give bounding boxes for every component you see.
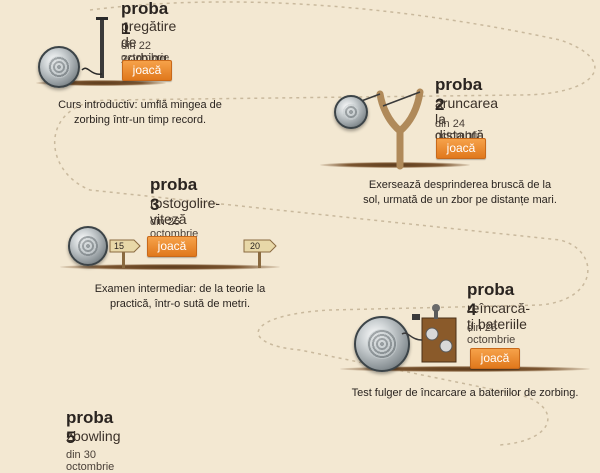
description-line: Exersează desprinderea bruscă de la [368,179,552,191]
stage-title: proba 5 [66,408,114,447]
stage-description: Exersează desprinderea bruscă de la sol,… [340,178,580,208]
stage-description: Examen intermediar: de la teorie la prac… [60,282,300,312]
zorb-ball-icon [354,316,410,372]
description-line: practică, într-o sută de metri. [110,298,250,310]
distance-sign-icon [243,239,277,268]
stage-title: proba 1 [121,0,169,38]
stage-subtitle: reîncarcă-ți bateriile [467,300,531,332]
stage-subtitle: rostogolire-viteză [150,195,221,227]
stage-description: Curs introductiv: umflă mingea de zorbin… [20,98,260,128]
stage-subtitle: zbowling [66,428,121,444]
air-pump-icon [81,17,108,78]
distance-sign-icon [109,239,141,268]
play-button[interactable]: joacă [436,138,486,159]
stage-date: din 30 octombrie [66,449,115,473]
zorb-ball-icon [334,95,368,129]
stage-date: din 28 octombrie [467,322,516,346]
zorb-ball-icon [38,46,80,88]
play-button[interactable]: joacă [470,348,520,369]
ground-patch [60,264,280,270]
description-line: Examen intermediar: de la teorie la [94,283,266,295]
play-button[interactable]: joacă [147,236,197,257]
slingshot-icon [347,88,424,170]
distance-sign-label: 15 [114,241,125,251]
ground-patch [320,162,470,168]
description-line: sol, urmată de un zbor pe distanțe mari. [363,194,557,206]
ground-patch [36,80,166,86]
stage-title: proba 4 [467,280,515,319]
stage-title: proba 2 [435,75,483,114]
description-line: Test fulger de încarcare a bateriilor de… [351,387,579,399]
description-line: zorbing într-un timp record. [73,114,207,126]
play-button[interactable]: joacă [122,60,172,81]
battery-charger-icon [401,304,457,363]
stage-description: Test fulger de încarcare a bateriilor de… [330,386,600,401]
stage-title: proba 3 [150,175,198,214]
description-line: Curs introductiv: umflă mingea de [58,99,222,111]
zorb-ball-icon [68,226,108,266]
ground-patch [340,366,590,372]
distance-sign-label: 20 [250,241,261,251]
